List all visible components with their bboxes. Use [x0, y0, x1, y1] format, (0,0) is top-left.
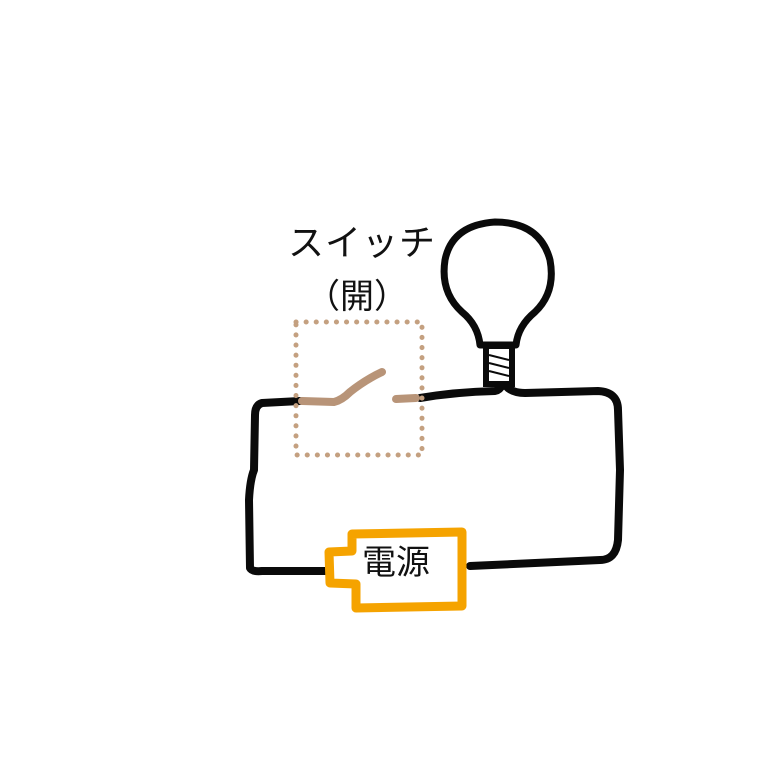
switch-title-label: スイッチ: [288, 223, 437, 264]
wire-right: [466, 382, 624, 570]
light-bulb-icon: [440, 218, 555, 387]
power-source-label: 電源: [362, 543, 430, 583]
bulb-glass: [440, 218, 555, 349]
switch-dotted-box: [293, 319, 425, 458]
battery-icon: [324, 527, 467, 613]
open-switch-icon: [293, 319, 425, 458]
wire-switch-to-bulb: [416, 381, 506, 402]
circuit-wires: [245, 381, 624, 576]
switch-state-label: （開）: [306, 277, 408, 317]
switch-lever: [298, 368, 386, 406]
switch-contact: [392, 394, 420, 403]
bulb-thread: [488, 354, 510, 377]
wire-left: [245, 397, 332, 576]
